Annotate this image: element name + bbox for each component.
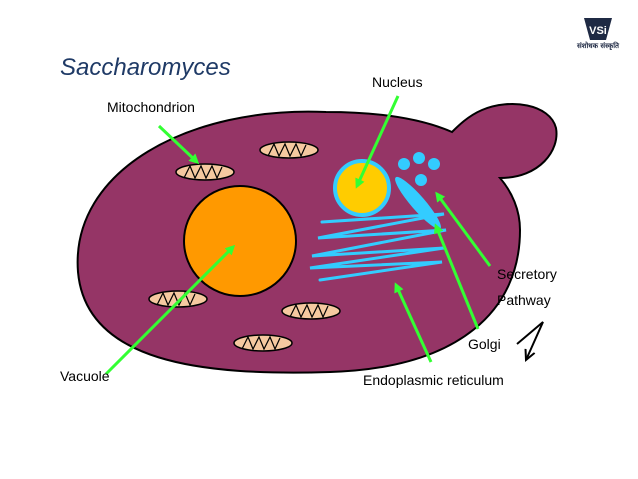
vsi-logo: VSi (584, 18, 612, 40)
logo-mark: VSi (589, 25, 607, 37)
er-arrow (394, 282, 433, 363)
mitochondrion (259, 141, 319, 159)
nucleus (333, 159, 391, 217)
mitochondrion (175, 163, 235, 181)
golgi (395, 176, 441, 230)
label-arrows (104, 95, 492, 376)
label-mitochondrion: Mitochondrion (107, 99, 195, 115)
vacuole-arrow (104, 244, 236, 376)
nucleus-arrow (355, 95, 400, 189)
diagram-title: Saccharomyces (60, 54, 231, 81)
mitochondrion-arrow (157, 124, 200, 165)
endoplasmic-reticulum (309, 212, 447, 282)
logo-caption: संशोधक संस्कृति (576, 42, 620, 50)
mitochondrion (281, 302, 341, 320)
secretory-arrow (435, 191, 492, 267)
mitochondrion (233, 334, 293, 352)
label-secretory: Secretory (497, 266, 557, 282)
label-vacuole: Vacuole (60, 368, 110, 384)
label-golgi: Golgi (468, 336, 501, 352)
label-pathway: Pathway (497, 292, 551, 308)
secretory-vesicles (398, 152, 440, 186)
mitochondrion (148, 290, 208, 308)
secretory-pathway-arrow (516, 321, 544, 360)
label-nucleus: Nucleus (372, 74, 423, 90)
golgi-arrow (434, 223, 480, 330)
label-endoplasmic-reticulum: Endoplasmic reticulum (363, 372, 504, 388)
